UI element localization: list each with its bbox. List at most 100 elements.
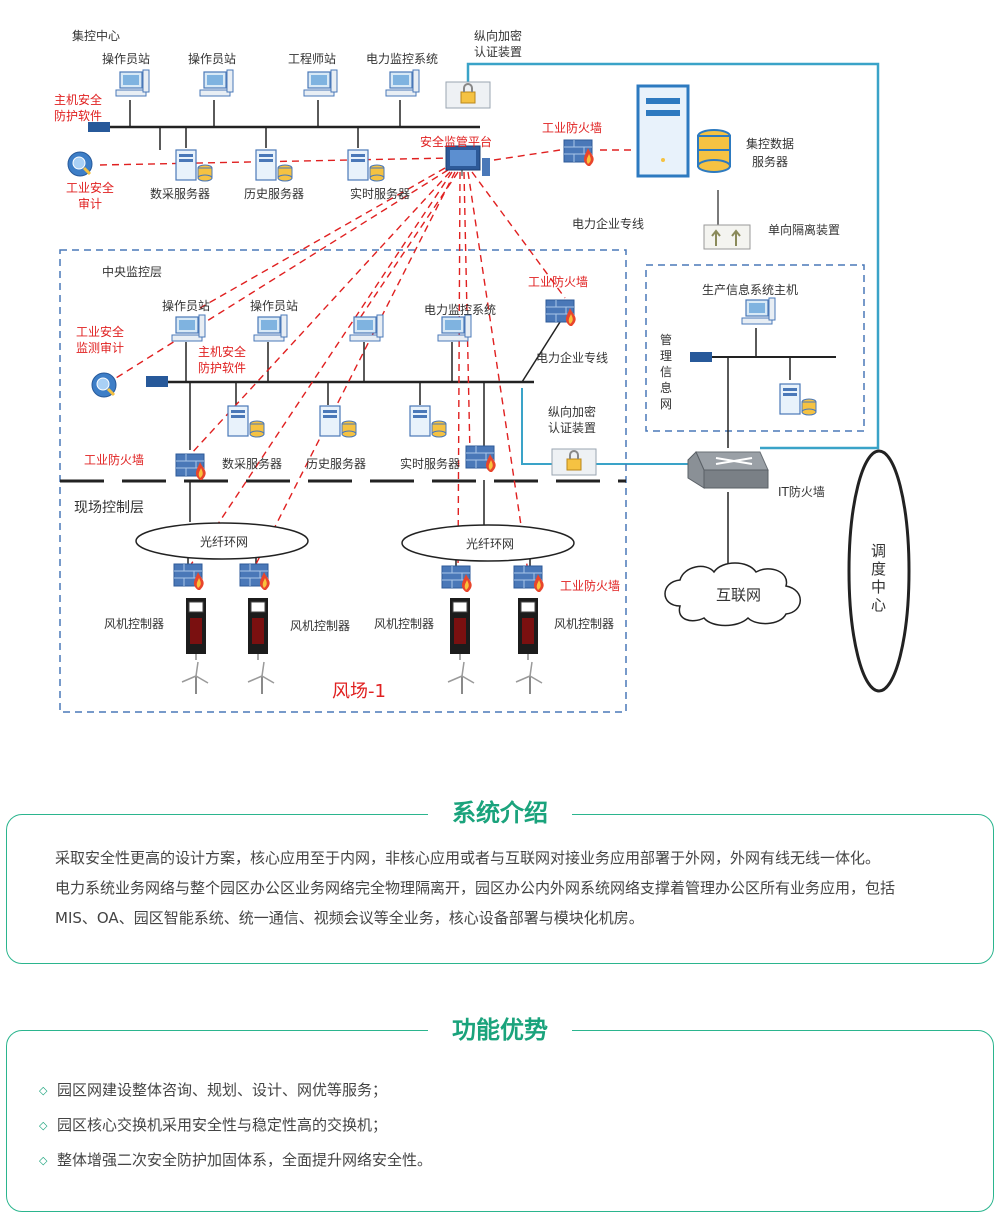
diamond-bullet-icon: ◇: [39, 1084, 48, 1097]
it-firewall-label: IT防火墙: [778, 484, 825, 499]
central-realtime-server[interactable]: [409, 405, 447, 438]
dispatch-char-2: 度: [871, 560, 886, 578]
central-daq-label: 数采服务器: [222, 456, 282, 471]
center-station-1-label: 操作员站: [102, 51, 150, 66]
central-station-3[interactable]: [349, 314, 384, 342]
fiber-ring-right-label: 光纤环网: [466, 537, 514, 551]
central-daq-server[interactable]: [227, 405, 265, 438]
vertical-auth-top-label-2: 认证装置: [474, 45, 522, 59]
field-firewall-1[interactable]: [173, 563, 205, 591]
dispatch-char-4: 心: [871, 596, 886, 614]
intro-title: 系统介绍: [428, 796, 572, 830]
controller-label-3: 风机控制器: [374, 617, 434, 631]
wind-farm-label: 风场-1: [332, 681, 386, 702]
central-layer-label: 中央监控层: [102, 264, 162, 279]
monitor-audit-label-2: 监测审计: [76, 340, 124, 355]
network-topology-diagram: 集控中心 操作员站 操作员站 工程师站 电力监控系统 主机安全 防护软件 工业安…: [54, 28, 911, 713]
vertical-auth-top-device[interactable]: [445, 81, 491, 109]
central-station-2-label: 操作员站: [250, 298, 298, 313]
host-protect-top-device[interactable]: [88, 122, 110, 132]
dispatch-char-3: 中: [871, 578, 886, 596]
firewall-left-label: 工业防火墙: [84, 452, 144, 467]
center-daq-server[interactable]: [175, 149, 213, 182]
center-station-drops: [129, 100, 401, 150]
advantage-item: ◇园区网建设整体咨询、规划、设计、网优等服务；: [39, 1073, 993, 1108]
mgmt-net-char-2: 理: [660, 349, 672, 363]
mgmt-server[interactable]: [779, 383, 817, 416]
central-history-server[interactable]: [319, 405, 357, 438]
host-protect-mid-label-2: 防护软件: [198, 360, 246, 375]
center-realtime-server[interactable]: [347, 149, 385, 182]
controller-label-1: 风机控制器: [104, 617, 164, 631]
central-power-monitor[interactable]: [437, 314, 472, 342]
dispatch-char-1: 调: [871, 542, 886, 560]
controller-label-2: 风机控制器: [290, 619, 350, 633]
field-firewall-3[interactable]: [441, 565, 473, 593]
controller-label-4: 风机控制器: [554, 617, 614, 631]
turbine-controller-1[interactable]: [185, 597, 207, 661]
mgmt-net-char-4: 息: [660, 380, 672, 395]
fiber-ring-left: [135, 522, 309, 560]
center-data-server[interactable]: [636, 84, 731, 178]
monitor-audit-icon[interactable]: [90, 371, 118, 399]
advantages-list: ◇园区网建设整体咨询、规划、设计、网优等服务； ◇ 园区核心交换机采用安全性与稳定…: [39, 1073, 993, 1178]
central-station-1-label: 操作员站: [162, 298, 210, 313]
firewall-left[interactable]: [175, 453, 207, 481]
monitor-audit-label-1: 工业安全: [76, 324, 124, 339]
advantage-item: ◇整体增强二次安全防护加固体系，全面提升网络安全性。: [39, 1143, 993, 1178]
firewall-right-label: 工业防火墙: [560, 578, 620, 593]
field-layer-label: 现场控制层: [74, 500, 144, 516]
center-daq-label: 数采服务器: [150, 186, 210, 201]
field-firewall-4[interactable]: [513, 565, 545, 593]
power-monitor-station[interactable]: [385, 69, 420, 97]
audit-top-icon[interactable]: [66, 150, 94, 178]
engineer-station[interactable]: [303, 69, 338, 97]
center-history-server[interactable]: [255, 149, 293, 182]
advantage-text-3: 整体增强二次安全防护加固体系，全面提升网络安全性。: [57, 1151, 433, 1169]
center-station-1[interactable]: [115, 69, 150, 97]
advantages-title: 功能优势: [428, 1013, 572, 1047]
one-way-isolation-device[interactable]: [703, 224, 751, 250]
power-line-2-label: 电力企业专线: [536, 350, 608, 365]
security-platform-device[interactable]: [445, 145, 490, 176]
it-firewall-switch[interactable]: [687, 451, 769, 489]
central-station-1[interactable]: [171, 314, 206, 342]
center-station-2-label: 操作员站: [188, 51, 236, 66]
dispatch-center[interactable]: [847, 449, 911, 693]
mgmt-host-label: 生产信息系统主机: [702, 282, 798, 297]
turbine-controller-3[interactable]: [449, 597, 471, 661]
advantages-title-wrap: 功能优势: [0, 1013, 1000, 1047]
center-station-2[interactable]: [199, 69, 234, 97]
firewall-mid-label: 工业防火墙: [528, 274, 588, 289]
data-server-label-2: 服务器: [752, 154, 788, 169]
mgmt-host-workstation[interactable]: [741, 297, 776, 325]
encrypted-link-top: [466, 62, 880, 450]
mgmt-net-device[interactable]: [690, 352, 712, 362]
wind-turbine-3: [447, 661, 475, 695]
field-firewall-2[interactable]: [239, 563, 271, 591]
mgmt-net-char-1: 管: [660, 332, 672, 347]
isolation-label: 单向隔离装置: [768, 222, 840, 237]
firewall-mid[interactable]: [545, 299, 577, 327]
central-station-2[interactable]: [253, 314, 288, 342]
security-mgmt-links: [99, 149, 632, 573]
firewall-top[interactable]: [563, 139, 595, 167]
vertical-auth-mid-label-2: 认证装置: [548, 421, 596, 435]
firewall-center-right[interactable]: [465, 445, 497, 473]
advantage-text-2: 园区核心交换机采用安全性与稳定性高的交换机；: [57, 1116, 388, 1134]
wind-turbine-1: [181, 661, 209, 695]
fiber-ring-left-label: 光纤环网: [200, 535, 248, 549]
internet-cloud[interactable]: [664, 562, 801, 627]
vertical-auth-mid-device[interactable]: [551, 448, 597, 476]
vertical-auth-mid-label-1: 纵向加密: [548, 404, 596, 419]
host-protect-mid-device[interactable]: [146, 376, 168, 387]
central-realtime-label: 实时服务器: [400, 456, 460, 471]
turbine-controller-2[interactable]: [247, 597, 269, 661]
firewall-top-label: 工业防火墙: [542, 120, 602, 135]
turbine-controller-4[interactable]: [517, 597, 539, 661]
encrypted-link-mid: [521, 388, 690, 465]
advantages-panel: ◇园区网建设整体咨询、规划、设计、网优等服务； ◇ 园区核心交换机采用安全性与稳定…: [6, 1030, 994, 1212]
wind-turbine-4: [515, 661, 543, 695]
data-server-label-1: 集控数据: [746, 136, 794, 151]
central-drops: [185, 321, 561, 525]
